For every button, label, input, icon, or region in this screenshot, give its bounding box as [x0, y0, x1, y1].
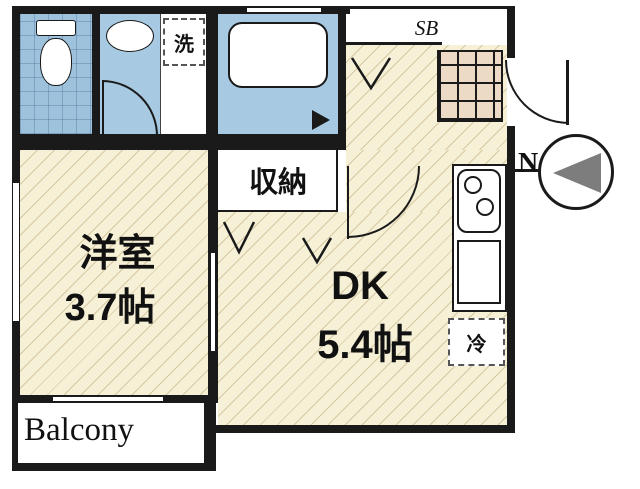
wall — [208, 425, 515, 433]
sliding-door — [209, 253, 217, 351]
fridge-space-label: 冷 — [466, 333, 487, 356]
wall — [338, 6, 346, 150]
bathroom-window — [246, 7, 322, 13]
kitchen-sink-icon — [457, 240, 501, 304]
kitchen-counter-icon — [437, 50, 503, 122]
compass-needle-icon — [553, 153, 601, 193]
fridge-space-box: 冷 — [448, 318, 505, 366]
dk-room-size: 5.4帖 — [317, 323, 413, 367]
washer-space-box: 洗 — [163, 18, 205, 66]
burner-icon — [476, 198, 494, 216]
toilet-tank-icon — [36, 20, 76, 36]
closet — [218, 150, 338, 212]
wall — [12, 134, 346, 150]
washer-space-label: 洗 — [174, 33, 194, 56]
toilet-bowl-icon — [40, 38, 72, 86]
shoe-box-area — [346, 14, 507, 42]
closet-label: 収納 — [248, 167, 307, 199]
balcony-label: Balcony — [24, 412, 134, 448]
western-room-name: 洋室 — [79, 233, 156, 275]
balcony-door-window — [52, 396, 164, 402]
wall — [204, 403, 216, 471]
dk-room-name: DK — [331, 264, 389, 308]
wall — [507, 6, 515, 58]
balcony-floor — [20, 403, 204, 463]
shoe-box-divider-line — [346, 42, 442, 45]
western-room-window — [12, 182, 20, 322]
compass-connector-line — [515, 169, 539, 172]
wall — [92, 14, 100, 134]
western-room-size: 3.7帖 — [64, 287, 156, 329]
entrance-door-leaf — [566, 60, 569, 125]
wall — [12, 6, 350, 14]
sink-icon — [106, 20, 154, 52]
wall — [206, 14, 218, 134]
wall — [12, 403, 18, 471]
bathtub-icon — [228, 22, 328, 88]
bathroom-door-triangle — [312, 110, 330, 130]
western-room-floor — [20, 150, 208, 395]
washroom-door-leaf — [102, 80, 104, 136]
entrance-door-arc — [505, 60, 569, 124]
wall — [507, 126, 515, 433]
wall — [12, 463, 216, 471]
burner-icon — [464, 176, 482, 194]
wall — [346, 6, 515, 9]
north-label: N — [518, 148, 539, 179]
dk-door-leaf — [347, 166, 349, 239]
shoe-box-label: SB — [414, 16, 439, 40]
